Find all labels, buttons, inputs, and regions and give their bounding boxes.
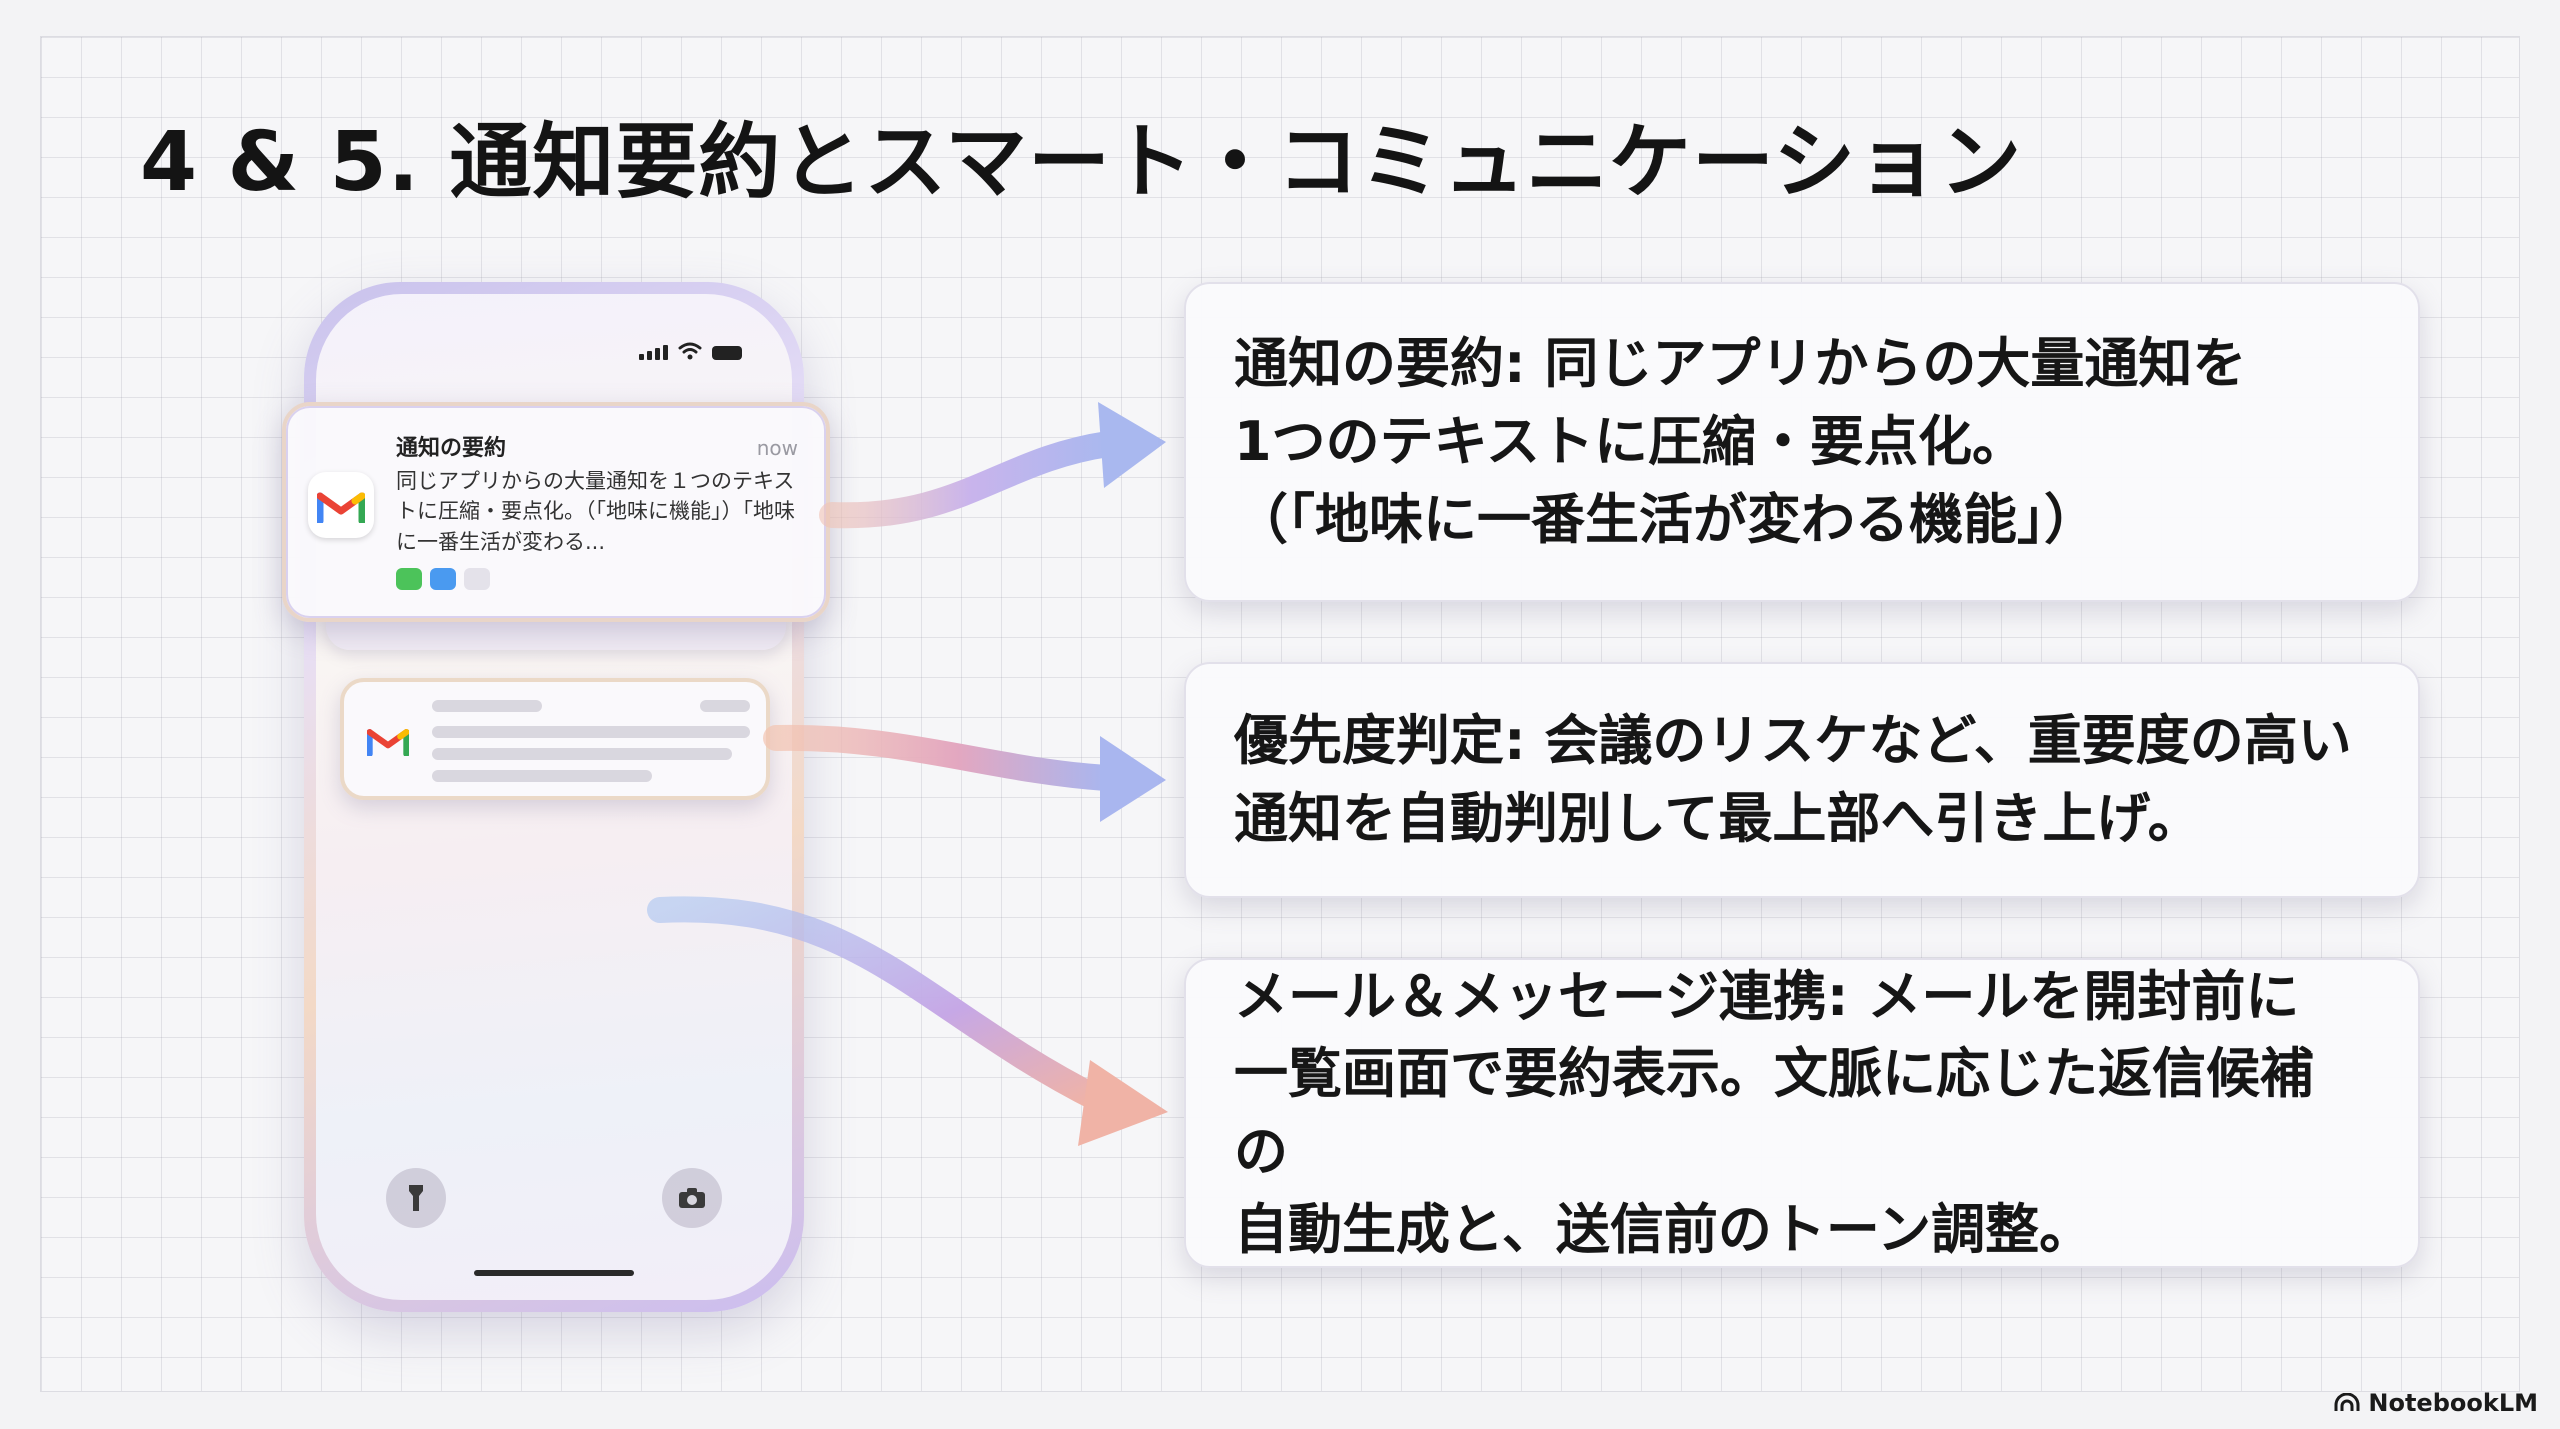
notification-body: 同じアプリからの大量通知を１つのテキストに圧縮・要点化。（「地味に機能」）「地味… bbox=[396, 469, 795, 554]
placeholder-line bbox=[432, 700, 542, 712]
gmail-icon bbox=[308, 472, 374, 538]
notification-title: 通知の要約 bbox=[396, 436, 507, 461]
page-title: 4 & 5. 通知要約とスマート・コミュニケーション bbox=[140, 115, 2023, 210]
battery-icon bbox=[712, 346, 742, 360]
placeholder-line bbox=[700, 700, 750, 712]
feature-lead: 通知の要約: bbox=[1234, 332, 1526, 396]
feature-line: 一覧画面で要約表示。文脈に応じた返信候補の bbox=[1234, 1042, 2314, 1183]
feature-line: 会議のリスケなど、重要度の高い bbox=[1525, 709, 2352, 773]
arrow-to-summary bbox=[819, 402, 1166, 529]
placeholder-line bbox=[432, 748, 732, 760]
feature-box-notification-summary: 通知の要約: 同じアプリからの大量通知を 1つのテキストに圧縮・要点化。 （「地… bbox=[1184, 282, 2420, 602]
more-icon bbox=[464, 568, 490, 590]
feature-text: 優先度判定: 会議のリスケなど、重要度の高い 通知を自動判別して最上部へ引き上げ… bbox=[1234, 702, 2352, 858]
placeholder-line bbox=[432, 770, 652, 782]
arrow-to-priority bbox=[763, 724, 1166, 822]
feature-line: 同じアプリからの大量通知を bbox=[1525, 332, 2247, 396]
gmail-icon bbox=[364, 716, 412, 764]
feature-line: 1つのテキストに圧縮・要点化。 bbox=[1234, 410, 2026, 474]
feature-line: 自動生成と、送信前のトーン調整。 bbox=[1234, 1197, 2094, 1261]
notification-time: now bbox=[756, 436, 798, 460]
feature-text: メール＆メッセージ連携: メールを開封前に 一覧画面で要約表示。文脈に応じた返信… bbox=[1234, 958, 2362, 1269]
flashlight-icon bbox=[409, 1185, 423, 1211]
arrow-to-mail bbox=[647, 896, 1168, 1146]
feature-line: 通知を自動判別して最上部へ引き上げ。 bbox=[1234, 787, 2202, 850]
notification-app-icons bbox=[396, 568, 798, 590]
status-bar bbox=[639, 342, 742, 360]
messages-icon bbox=[396, 568, 422, 590]
feature-lead: 優先度判定: bbox=[1234, 709, 1526, 773]
feature-box-mail-messaging: メール＆メッセージ連携: メールを開封前に 一覧画面で要約表示。文脈に応じた返信… bbox=[1184, 958, 2420, 1268]
placeholder-line bbox=[432, 726, 750, 738]
wifi-icon bbox=[678, 342, 702, 360]
notification-placeholder-card[interactable] bbox=[340, 678, 770, 800]
feature-line: メールを開封前に bbox=[1848, 964, 2300, 1028]
notification-summary-card[interactable]: 通知の要約 now 同じアプリからの大量通知を１つのテキストに圧縮・要点化。（「… bbox=[282, 402, 830, 622]
feature-box-priority: 優先度判定: 会議のリスケなど、重要度の高い 通知を自動判別して最上部へ引き上げ… bbox=[1184, 662, 2420, 898]
camera-button[interactable] bbox=[662, 1168, 722, 1228]
brand-watermark: NotebookLM bbox=[2334, 1389, 2538, 1417]
brand-name: NotebookLM bbox=[2368, 1389, 2538, 1417]
feature-line: （「地味に一番生活が変わる機能」） bbox=[1234, 487, 2098, 551]
feature-lead: メール＆メッセージ連携: bbox=[1234, 964, 1849, 1028]
home-indicator[interactable] bbox=[474, 1270, 634, 1276]
feature-text: 通知の要約: 同じアプリからの大量通知を 1つのテキストに圧縮・要点化。 （「地… bbox=[1234, 325, 2246, 558]
notebooklm-logo-icon bbox=[2334, 1393, 2360, 1411]
flashlight-button[interactable] bbox=[386, 1168, 446, 1228]
mail-icon bbox=[430, 568, 456, 590]
camera-icon bbox=[679, 1188, 705, 1208]
signal-icon bbox=[639, 345, 668, 360]
